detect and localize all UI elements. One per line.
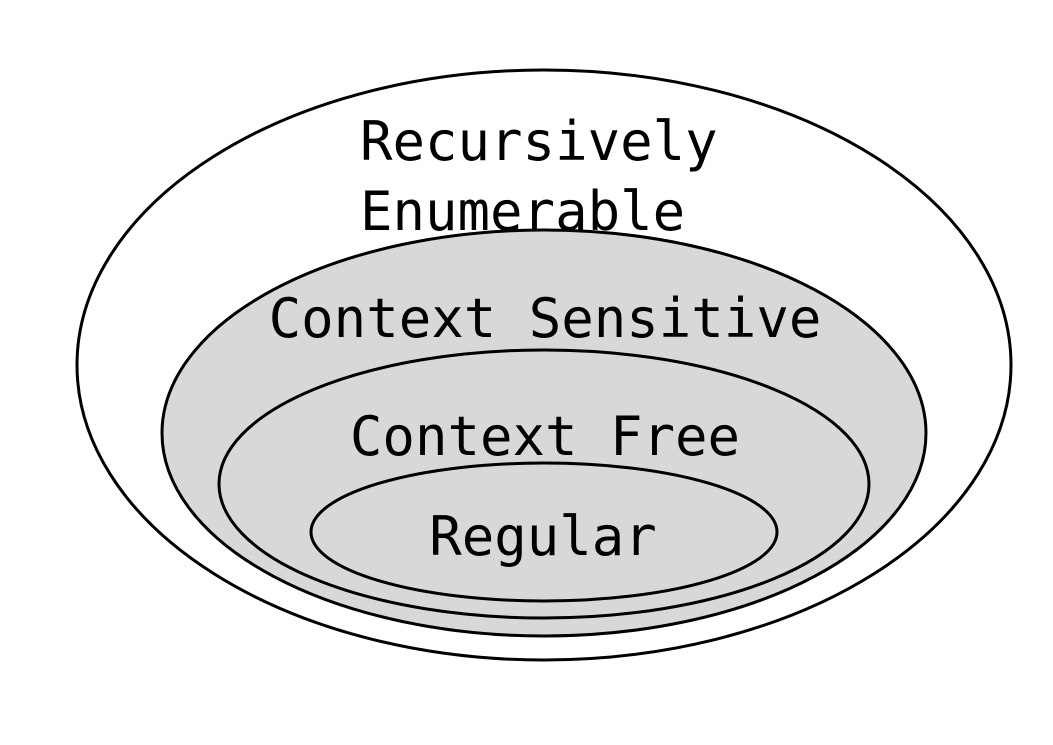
label-context-free: Context Free <box>350 405 740 468</box>
label-context-sensitive: Context Sensitive <box>269 287 822 350</box>
label-regular: Regular <box>429 505 657 568</box>
label-recursively-enumerable-line1: Recursively <box>360 110 718 173</box>
region-regular <box>309 461 779 603</box>
